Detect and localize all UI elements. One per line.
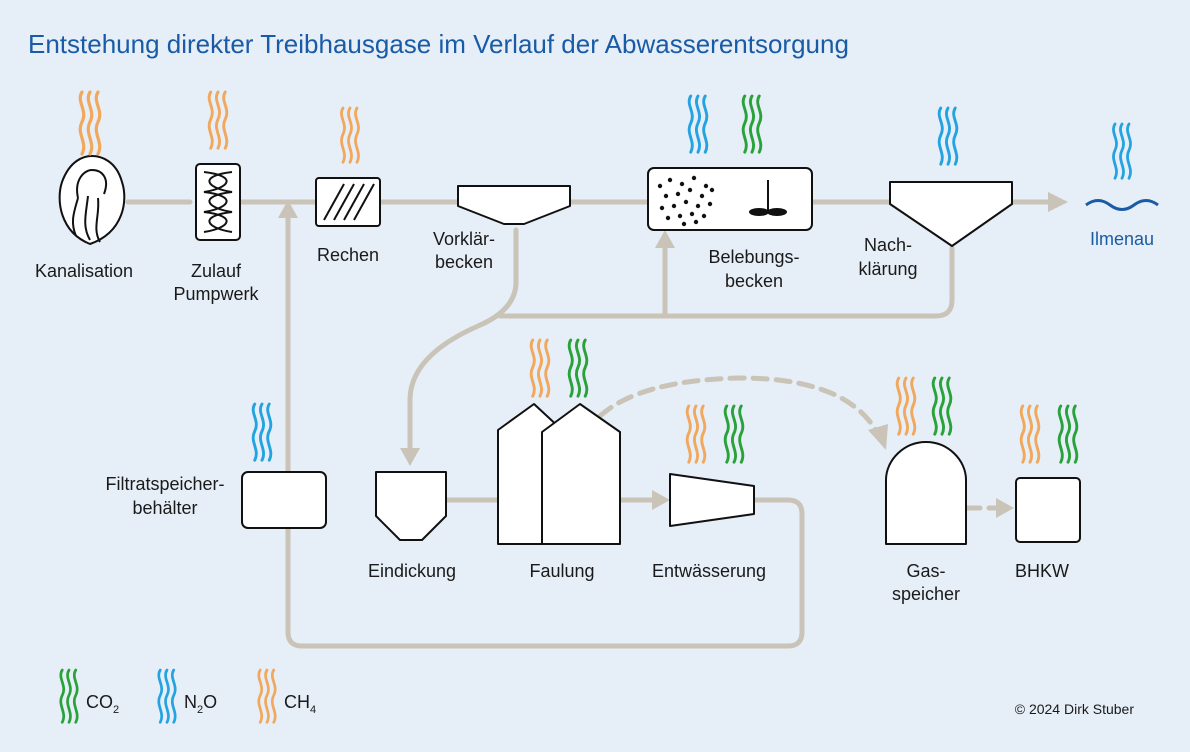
- legend-item-co2: CO2: [59, 668, 119, 724]
- co2-plume-icon: [567, 338, 589, 398]
- pipe-gas-to-speicher: [597, 375, 881, 437]
- n2o-plume-icon: [251, 402, 273, 462]
- sludge-dot: [703, 183, 709, 189]
- ilmenau-water-icon: [1085, 199, 1159, 211]
- sludge-dot: [695, 203, 701, 209]
- sludge-dot: [701, 213, 707, 219]
- ch4-plume-icon: [1019, 404, 1041, 464]
- arrow-filtrat-to-inlet: [278, 200, 298, 218]
- n2o-legend-icon: [157, 668, 177, 724]
- n2o-plume-icon: [937, 106, 959, 166]
- vorklaerbecken-icon: [457, 185, 571, 225]
- entwaesserung-icon: [669, 473, 755, 527]
- co2-plume-icon: [741, 94, 763, 154]
- sludge-dot: [681, 221, 687, 227]
- co2-legend-icon: [59, 668, 79, 724]
- ch4-plume-icon: [207, 90, 229, 150]
- pipe-vorklaer-eindickung: [407, 227, 519, 455]
- label-nachklaer-1: Nach-: [864, 235, 912, 255]
- arrow-gas-to-bhkw: [996, 498, 1014, 518]
- arrow-return-belebung: [655, 230, 675, 248]
- sludge-dot: [689, 211, 695, 217]
- label-filtrat-2: behälter: [132, 498, 197, 518]
- sludge-dot: [709, 187, 715, 193]
- copyright: © 2024 Dirk Stuber: [1015, 701, 1135, 717]
- legend: CO2 N2O CH4: [59, 668, 316, 724]
- ch4-plume-icon: [685, 404, 707, 464]
- kanalisation-icon: [58, 155, 126, 245]
- sludge-dot: [677, 213, 683, 219]
- label-rechen: Rechen: [317, 245, 379, 265]
- n2o-plume-icon: [687, 94, 709, 154]
- legend-label-n2o: N2O: [184, 692, 217, 716]
- label-pumpwerk: Pumpwerk: [173, 284, 259, 304]
- label-filtrat-1: Filtratspeicher-: [105, 474, 224, 494]
- sludge-dot: [665, 215, 671, 221]
- ch4-plume-icon: [895, 376, 917, 436]
- label-zulauf: Zulauf: [191, 261, 242, 281]
- pipe-return-sludge: [497, 245, 955, 319]
- eindickung-icon: [375, 471, 447, 541]
- label-nachklaer-2: klärung: [858, 259, 917, 279]
- sludge-dot: [707, 201, 713, 207]
- bhkw-icon: [1015, 477, 1081, 543]
- gasspeicher-icon: [885, 441, 967, 545]
- ch4-plume-icon: [529, 338, 551, 398]
- sludge-dot: [699, 193, 705, 199]
- zulauf-pumpwerk-icon: [195, 163, 241, 241]
- sludge-dot: [657, 183, 663, 189]
- sludge-dot: [675, 191, 681, 197]
- label-vorklaer-2: becken: [435, 252, 493, 272]
- legend-item-n2o: N2O: [157, 668, 217, 724]
- belebungsbecken-icon: [647, 167, 813, 231]
- arrow-to-entwaesserung: [652, 490, 670, 510]
- activated-sludge-dots: [657, 175, 715, 227]
- sludge-dot: [693, 219, 699, 225]
- arrow-to-eindickung: [400, 448, 420, 466]
- label-kanalisation: Kanalisation: [35, 261, 133, 281]
- sludge-dot: [691, 175, 697, 181]
- legend-label-co2: CO2: [86, 692, 119, 716]
- sludge-dot: [667, 177, 673, 183]
- filtratspeicher-icon: [241, 471, 327, 529]
- arrow-to-ilmenau: [1048, 192, 1068, 212]
- label-vorklaer-1: Vorklär-: [433, 229, 495, 249]
- label-entwaesserung: Entwässerung: [652, 561, 766, 581]
- legend-label-ch4: CH4: [284, 692, 316, 716]
- label-belebung-1: Belebungs-: [708, 247, 799, 267]
- sludge-dot: [663, 193, 669, 199]
- label-gasspeicher-1: Gas-: [906, 561, 945, 581]
- sludge-dot: [687, 187, 693, 193]
- label-ilmenau: Ilmenau: [1090, 229, 1154, 249]
- sludge-dot: [679, 181, 685, 187]
- arrow-gas-to-speicher: [868, 424, 888, 450]
- pipe-filtrat-loop: [285, 497, 805, 649]
- sludge-dot: [659, 205, 665, 211]
- nachklaerung-icon: [889, 181, 1013, 247]
- sludge-dot: [671, 203, 677, 209]
- rechen-icon: [315, 177, 381, 227]
- label-faulung: Faulung: [529, 561, 594, 581]
- ch4-plume-icon: [78, 90, 102, 156]
- label-bhkw: BHKW: [1015, 561, 1069, 581]
- n2o-plume-icon: [1111, 122, 1133, 180]
- co2-plume-icon: [1057, 404, 1079, 464]
- sludge-dot: [683, 199, 689, 205]
- ch4-plume-icon: [339, 106, 361, 164]
- ch4-legend-icon: [257, 668, 277, 724]
- faulung-icon: [497, 403, 621, 545]
- co2-plume-icon: [931, 376, 953, 436]
- label-eindickung: Eindickung: [368, 561, 456, 581]
- legend-item-ch4: CH4: [257, 668, 316, 724]
- label-gasspeicher-2: speicher: [892, 584, 960, 604]
- page-title: Entstehung direkter Treibhausgase im Ver…: [28, 29, 849, 59]
- co2-plume-icon: [723, 404, 745, 464]
- pipes: [125, 192, 1068, 649]
- label-belebung-2: becken: [725, 271, 783, 291]
- station-labels: Kanalisation Zulauf Pumpwerk Rechen Vork…: [35, 229, 1154, 604]
